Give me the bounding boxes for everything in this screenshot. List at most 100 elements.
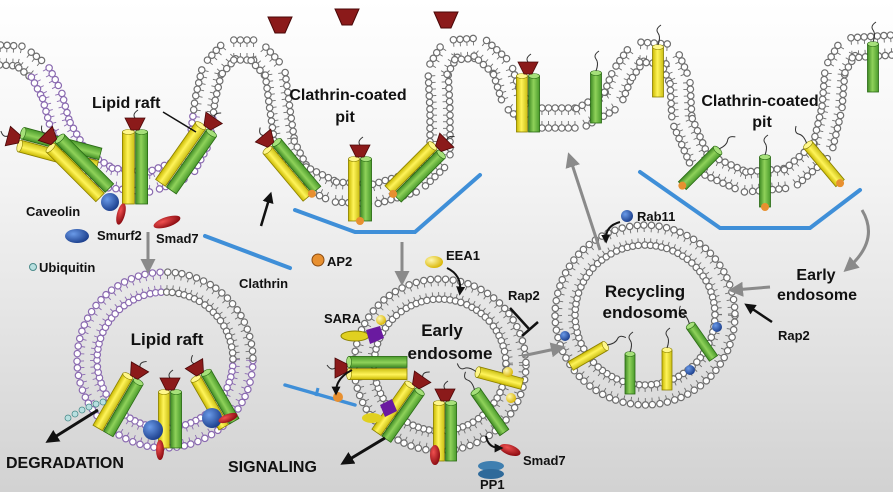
rab11-bound-a bbox=[560, 331, 570, 341]
smad-bound-endosome bbox=[430, 445, 440, 465]
label-early-endosome-center-2: endosome bbox=[407, 344, 492, 363]
clathrin-endosome-fragment bbox=[283, 383, 357, 407]
arrow-clathrin-up bbox=[259, 191, 274, 227]
arrow-to-degradation bbox=[45, 408, 99, 443]
label-sara: SARA bbox=[324, 311, 361, 326]
arrow-eea1 bbox=[446, 267, 466, 296]
receptor-recycling-1 bbox=[567, 335, 627, 371]
smurf2-vesicle-b bbox=[202, 408, 222, 428]
receptor-pit-right-2 bbox=[759, 134, 771, 211]
label-degradation: DEGRADATION bbox=[6, 455, 124, 472]
tgf-beta-ligand-2 bbox=[334, 8, 360, 26]
clathrin-free bbox=[203, 234, 292, 270]
ubiquitin-icon bbox=[29, 263, 37, 271]
smurf2-bound bbox=[101, 193, 119, 211]
smurf2-vesicle-a bbox=[143, 420, 163, 440]
receptor-endosome-3 bbox=[433, 380, 457, 462]
molecules bbox=[29, 193, 722, 479]
ap2-endosome bbox=[333, 392, 343, 402]
label-clathrin-pit-left-1: Clathrin-coated bbox=[289, 87, 406, 104]
receptor-recycling-4 bbox=[678, 305, 719, 362]
sara-domain-endosome bbox=[380, 399, 397, 417]
label-ap2: AP2 bbox=[327, 254, 352, 269]
receptor-raft-2 bbox=[37, 125, 115, 203]
smad7-molecule-left bbox=[153, 215, 181, 229]
receptor-vesicle-3 bbox=[184, 354, 240, 431]
arrow-pit-to-early-endosome bbox=[843, 209, 870, 272]
arrow-lipid-raft-pointer bbox=[162, 111, 197, 133]
receptors bbox=[0, 21, 879, 462]
arrow-rap2-right bbox=[744, 303, 773, 324]
receptor-pit-right-1 bbox=[677, 136, 736, 191]
rap2-inhibition bbox=[509, 307, 539, 337]
smad7-bound bbox=[116, 203, 126, 225]
label-early-endosome-center-1: Early bbox=[421, 321, 463, 340]
smurf2-molecule bbox=[65, 229, 89, 243]
label-clathrin: Clathrin bbox=[239, 276, 288, 291]
smad7-vesicle-a bbox=[156, 440, 164, 460]
arrow-early-endosome-to-recycling bbox=[728, 281, 771, 297]
arrow-smad7-release bbox=[485, 435, 504, 453]
label-eea1: EEA1 bbox=[446, 248, 480, 263]
smad7-molecule-bottom bbox=[499, 443, 521, 457]
clathrin-lattice-left bbox=[293, 173, 482, 234]
sara-molecule bbox=[340, 330, 370, 342]
arrow-clathrin-recycle bbox=[331, 369, 353, 396]
receptor-vesicle-2 bbox=[158, 369, 182, 449]
sara-bound-endosome bbox=[362, 413, 382, 423]
clathrin-lattice-right bbox=[638, 170, 862, 230]
label-clathrin-pit-right-1: Clathrin-coated bbox=[701, 93, 818, 110]
rab11-molecule bbox=[621, 210, 633, 222]
receptor-surface-2 bbox=[590, 50, 602, 124]
receptor-endosome-1 bbox=[326, 356, 408, 380]
arrow-to-signaling bbox=[340, 436, 386, 465]
receptor-surface-4 bbox=[867, 21, 879, 93]
receptor-pit-left-3 bbox=[384, 132, 455, 203]
label-recycling-endosome-2: endosome bbox=[602, 303, 687, 322]
eea1-bound-b bbox=[503, 367, 513, 377]
arrow-early-to-recycling bbox=[521, 342, 566, 358]
label-clathrin-pit-left-2: pit bbox=[335, 109, 355, 126]
receptor-recycling-2 bbox=[624, 331, 636, 395]
receptor-endosome-4 bbox=[464, 371, 510, 437]
label-rab11: Rab11 bbox=[637, 209, 675, 224]
label-pp1: PP1 bbox=[480, 477, 505, 492]
label-early-endosome-right-1: Early bbox=[796, 267, 835, 284]
arrow-rab11 bbox=[601, 221, 621, 244]
label-smad7-bottom: Smad7 bbox=[523, 453, 566, 468]
free-ligands bbox=[267, 8, 459, 34]
receptor-endosome-5 bbox=[456, 363, 525, 390]
label-lipid-raft-vesicle: Lipid raft bbox=[131, 330, 204, 349]
label-rap2-right: Rap2 bbox=[778, 328, 810, 343]
receptor-raft-4 bbox=[155, 111, 224, 195]
pp1-molecule-bottom bbox=[478, 469, 504, 479]
clathrin-lattices bbox=[203, 170, 862, 407]
receptor-vesicle-1 bbox=[92, 360, 150, 438]
label-smurf2: Smurf2 bbox=[97, 228, 142, 243]
eea1-bound-a bbox=[376, 315, 386, 325]
label-recycling-endosome-1: Recycling bbox=[605, 282, 685, 301]
label-ubiquitin: Ubiquitin bbox=[39, 260, 95, 275]
label-clathrin-pit-right-2: pit bbox=[752, 114, 772, 131]
pp1-molecule-top bbox=[478, 461, 504, 471]
tgf-beta-ligand-1 bbox=[267, 16, 293, 34]
receptor-pit-left-1 bbox=[254, 127, 322, 202]
receptor-pit-left-2 bbox=[348, 136, 372, 225]
label-early-endosome-right-2: endosome bbox=[777, 287, 857, 304]
ubiquitin-chain bbox=[64, 398, 107, 422]
rab11-bound-c bbox=[712, 322, 722, 332]
clathrin-endosome-tick bbox=[314, 387, 320, 397]
receptor-pit-right-3 bbox=[795, 125, 845, 188]
receptor-recycling-3 bbox=[661, 327, 673, 391]
eea1-bound-c bbox=[506, 393, 516, 403]
labels: Lipid raft Clathrin-coated pit Clathrin-… bbox=[6, 87, 857, 492]
arrow-recycling-to-membrane bbox=[565, 152, 602, 251]
ap2-molecule bbox=[311, 253, 325, 267]
recycling-endosome-membrane bbox=[551, 221, 739, 409]
smad7-vesicle-b bbox=[218, 412, 238, 424]
eea1-molecule bbox=[425, 256, 443, 268]
label-caveolin: Caveolin bbox=[26, 204, 80, 219]
label-signaling: SIGNALING bbox=[228, 459, 317, 476]
